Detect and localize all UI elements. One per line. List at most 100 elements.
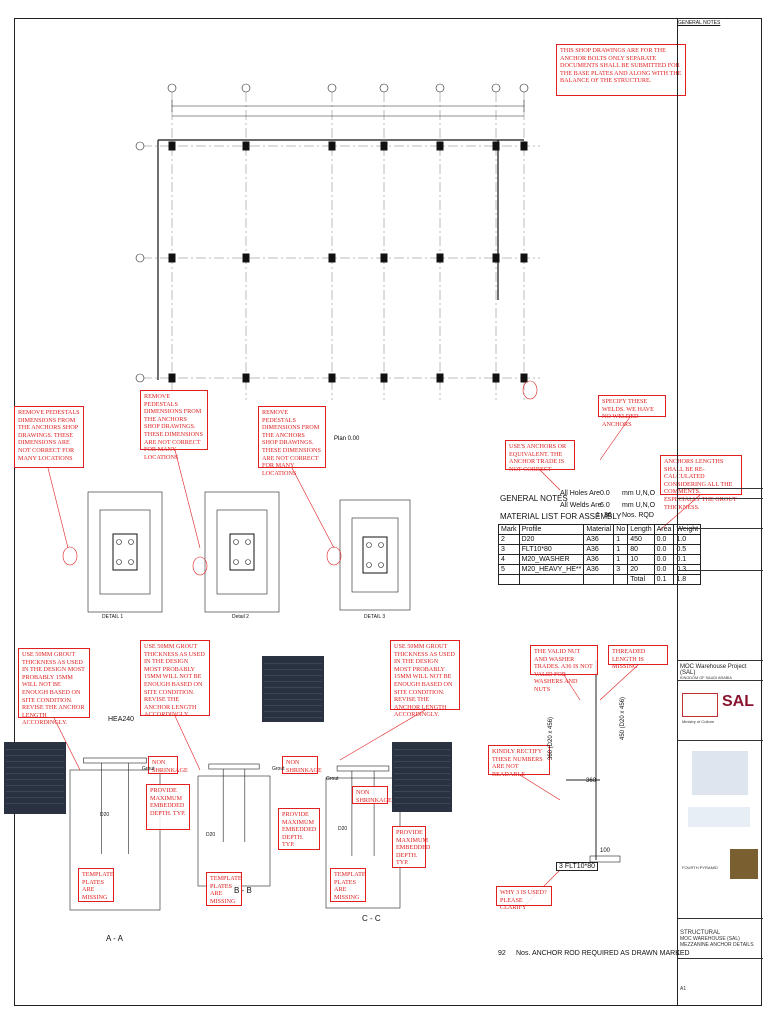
anchor-required-count: 92 bbox=[498, 950, 506, 957]
anchor-hole bbox=[378, 562, 384, 568]
anchor-hole bbox=[245, 559, 251, 565]
column-marker bbox=[436, 373, 444, 383]
table-cell: 0.1 bbox=[653, 574, 675, 585]
markup-note-pedestal-1: REMOVE PEDESTALS DIMENSIONS FROM THE ANC… bbox=[14, 406, 84, 468]
holes-value: 0.0 bbox=[600, 490, 610, 497]
consultant-logo-icon bbox=[730, 849, 758, 879]
anchor-required-text: Nos. ANCHOR ROD REQUIRED AS DRAWN MARKED bbox=[516, 950, 690, 957]
table-cell: 2 bbox=[498, 534, 520, 545]
pedestal-hatch bbox=[216, 509, 268, 595]
markup-note-anchor-only: THIS SHOP DRAWINGS ARE FOR THE ANCHOR BO… bbox=[556, 44, 686, 96]
markup-cloud bbox=[192, 556, 208, 576]
detail-3-label: DETAIL 3 bbox=[364, 614, 386, 620]
pedestal-outline bbox=[204, 491, 280, 613]
markup-cloud bbox=[326, 546, 342, 566]
pedestal-outline bbox=[339, 499, 411, 611]
column-marker bbox=[242, 373, 250, 383]
grid-bubble bbox=[519, 83, 529, 93]
column-marker bbox=[242, 253, 250, 263]
anchor-hole bbox=[128, 539, 134, 545]
column-marker bbox=[328, 141, 336, 151]
table-cell: 1 bbox=[613, 544, 629, 555]
table-cell: 450 bbox=[627, 534, 655, 545]
pedestal-hatch bbox=[351, 517, 399, 593]
table-cell: 0.0 bbox=[653, 544, 675, 555]
drawing-title-2: MEZZANINE ANCHOR DETAILS bbox=[680, 942, 754, 948]
anchor-hole bbox=[233, 559, 239, 565]
grid-bubble bbox=[135, 253, 145, 263]
anchor-hole bbox=[366, 542, 372, 548]
dim-360-label: 360 bbox=[586, 778, 597, 784]
section-c-label: C - C bbox=[362, 914, 381, 923]
material-list-count: 1 bbox=[596, 512, 600, 519]
table-cell: Total bbox=[627, 574, 655, 585]
markup-leader bbox=[563, 674, 581, 701]
markup-note-grout-3: USE 50mm GROUT THICKNESS AS USED IN THE … bbox=[390, 640, 460, 718]
column-marker bbox=[242, 141, 250, 151]
grout-label-1: Grout bbox=[142, 766, 155, 772]
section-b-label: B - B bbox=[234, 886, 252, 895]
markup-note-template-2: TEMPLATE PLATES ARE MISSING bbox=[206, 872, 242, 906]
column-marker bbox=[436, 253, 444, 263]
params-panel-3 bbox=[392, 742, 452, 812]
stage-name: STRUCTURAL bbox=[680, 930, 721, 936]
column-marker bbox=[380, 141, 388, 151]
welds-label: All Welds Are bbox=[560, 502, 602, 509]
markup-leader bbox=[539, 469, 561, 491]
material-list-req: Nos. RQD bbox=[622, 512, 654, 519]
markup-note-why-3: WHY 3 IS USED? PLEASE CLARIFY bbox=[496, 886, 552, 911]
table-cell: A36 bbox=[583, 554, 615, 565]
dim-366-label: 360 (D20 x 456) bbox=[548, 716, 554, 760]
markup-note-nut-washer: THE VALID NUT AND WASHER TRADES. A36 IS … bbox=[530, 645, 598, 693]
table-cell: 0.0 bbox=[653, 564, 675, 575]
drawing-sheet-border bbox=[14, 18, 762, 1006]
markup-note-unreadable-numbers: KINDLY RECTIFY THESE NUMBERS ARE NOT REA… bbox=[488, 745, 550, 778]
grout-label-3: Grout bbox=[326, 776, 339, 782]
column-marker bbox=[520, 141, 528, 151]
table-cell: D20 bbox=[518, 534, 585, 545]
table-cell: FLT10*80 bbox=[518, 544, 585, 555]
detail-2-label: Detail 2 bbox=[232, 614, 249, 620]
grid-bubble bbox=[491, 83, 501, 93]
markup-note-pedestal-3: REMOVE PEDESTALS DIMENSIONS FROM THE ANC… bbox=[258, 406, 326, 477]
title-block: MOC Warehouse Project (SAL) KINGDOM OF S… bbox=[677, 18, 763, 1006]
d20-label-1: D20 bbox=[100, 812, 110, 818]
d20-label-2: D20 bbox=[206, 832, 216, 838]
table-cell: 3 bbox=[613, 564, 629, 575]
material-list-nos: 36 bbox=[604, 512, 612, 519]
welds-unit: mm U,N,O bbox=[622, 502, 656, 509]
base-plate bbox=[229, 533, 255, 571]
table-cell: 0.0 bbox=[653, 554, 675, 565]
markup-leader bbox=[53, 717, 81, 771]
table-header: Material bbox=[583, 524, 615, 535]
material-list-label: MATERIAL LIST FOR ASSEMBLY bbox=[500, 512, 622, 521]
material-general-notes: GENERAL NOTES bbox=[500, 494, 568, 503]
column-marker bbox=[436, 141, 444, 151]
detail-1-label: DETAIL 1 bbox=[102, 614, 124, 620]
holes-label: All Holes Are bbox=[560, 490, 601, 497]
anchor-hole bbox=[378, 542, 384, 548]
dim-450-label: 450 (D20 x 456) bbox=[620, 696, 626, 740]
table-cell: M20_WASHER bbox=[518, 554, 585, 565]
column-marker bbox=[520, 373, 528, 383]
table-cell: A36 bbox=[583, 544, 615, 555]
tb-row bbox=[678, 528, 763, 570]
markup-leader bbox=[339, 709, 426, 761]
general-notes-header: GENERAL NOTES bbox=[678, 20, 721, 26]
anchor-hole bbox=[233, 539, 239, 545]
markup-note-grout-1: USE 50mm GROUT THICKNESS AS USED IN THE … bbox=[18, 648, 90, 726]
grid-bubble bbox=[327, 83, 337, 93]
dim-100-label: 100 bbox=[600, 848, 611, 854]
markup-leader bbox=[599, 664, 639, 701]
section-outline bbox=[69, 769, 161, 911]
markup-note-depth-1: PROVIDE MAXIMUM EMBEDDED DEPTH. TYP. bbox=[146, 784, 190, 830]
pedestal-hatch bbox=[99, 509, 151, 595]
markup-note-template-3: TEMPLATE PLATES ARE MISSING bbox=[330, 868, 366, 902]
column-marker bbox=[380, 253, 388, 263]
markup-note-depth-2: PROVIDE MAXIMUM EMBEDDED DEPTH. TYP. bbox=[278, 808, 320, 850]
column-marker bbox=[168, 253, 176, 263]
grid-bubble bbox=[435, 83, 445, 93]
